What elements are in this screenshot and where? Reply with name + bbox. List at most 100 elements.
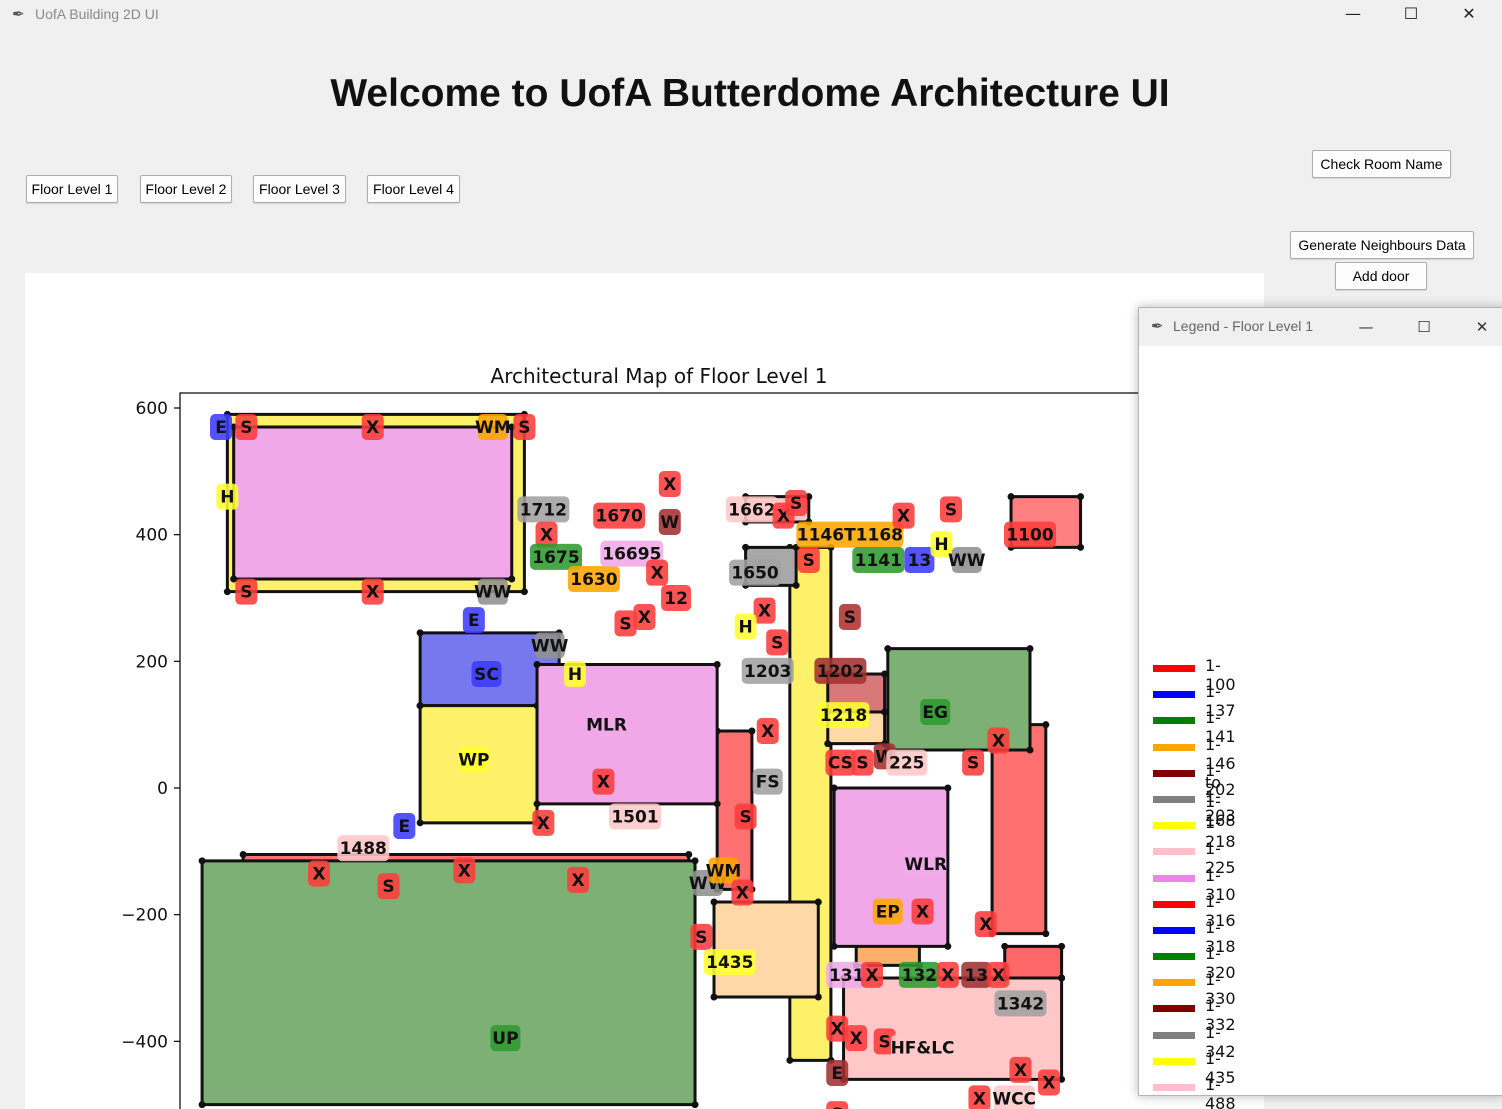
room-label: 225 [889,754,925,774]
room-label: X [897,507,910,527]
room-label: CS [828,754,853,774]
y-tick-label: 600 [136,399,168,419]
room-label: X [663,475,676,495]
page-title: Welcome to UofA Butterdome Architecture … [330,72,1170,115]
legend-minimize-button[interactable]: — [1358,318,1374,336]
room-label: WCC [992,1089,1036,1109]
room-label-box [534,632,565,659]
room-label-box [308,860,330,887]
room-label-box [962,749,985,776]
legend-swatch [1153,1084,1195,1091]
vertex-dot [830,784,838,792]
floor-level-4-button[interactable]: Floor Level 4 [367,175,460,203]
room-polygon [200,859,697,1107]
room-label: S [790,494,802,514]
legend-label: 1-146 to 1-168 [1205,734,1236,830]
vertex-dot [748,727,756,735]
room-label: WW [948,551,986,571]
room-label: E [399,817,411,837]
legend-swatch [1153,822,1195,830]
room-label: X [540,526,553,546]
feather-icon: ✒ [1151,317,1164,335]
room-label: X [312,865,325,885]
room-label-box [210,414,233,440]
legend-close-button[interactable]: ✕ [1475,318,1489,336]
legend-titlebar: ✒ Legend - Floor Level 1 — ☐ ✕ [1139,308,1502,346]
room-label: EP [876,903,900,923]
room-label: H [568,665,582,685]
room-label: S [803,551,815,571]
close-button[interactable]: ✕ [1462,4,1476,23]
room-label-box [826,1060,849,1086]
legend-maximize-button[interactable]: ☐ [1417,318,1431,336]
room-label-box [930,531,953,558]
room-label-box [851,749,874,776]
room-label: S [771,633,783,653]
vertex-dot [884,645,892,653]
room-label: S [856,754,868,774]
room-label-box [513,414,536,440]
room-label: 1488 [340,839,387,859]
floor-level-1-button[interactable]: Floor Level 1 [26,175,118,203]
legend-swatch [1153,691,1195,699]
vertex-dot [881,670,889,678]
room-label: X [758,602,771,622]
room-polygon [232,425,514,581]
vertex-dot [786,1056,794,1064]
room-label: X [1042,1074,1055,1094]
room-label: 131 [829,966,865,986]
room-label-box [961,961,992,988]
room-label: H [934,535,948,555]
room-label: S [240,418,252,438]
room-label: S [739,808,751,828]
vertex-dot [223,588,231,596]
vertex-dot [1077,493,1085,501]
room-label-box [633,604,656,630]
room-label: X [1014,1061,1027,1081]
room-label: X [736,884,749,904]
room-label: S [240,583,252,603]
maximize-button[interactable]: ☐ [1403,4,1419,23]
vertex-dot [685,851,693,858]
vertex-dot [814,993,822,1001]
window-titlebar: ✒ UofA Building 2D UI — ☐ ✕ [0,0,1502,30]
legend-swatch [1153,848,1195,856]
room-label: X [850,1029,863,1049]
room-label-box [592,768,615,795]
room-label-box [766,629,789,656]
room-label-box [898,961,940,988]
y-tick-label: −400 [121,1032,168,1052]
room-label: X [979,915,992,935]
room-label: H [220,488,234,508]
room-label: H [738,618,752,638]
room-label: 1630 [570,570,617,590]
room-label-box [861,961,883,988]
room-label: 13 [908,551,932,571]
room-label-box [940,496,962,523]
room-label: 1435 [706,953,753,973]
room-label: 1662 [728,500,775,520]
floor-level-3-button[interactable]: Floor Level 3 [253,175,346,203]
minimize-button[interactable]: — [1345,4,1361,23]
room-label-box [1004,521,1056,548]
room-label-box [814,657,867,684]
room-label: 13 [964,966,988,986]
room-label-box [658,509,681,535]
vertex-dot [1026,746,1034,754]
add-door-button[interactable]: Add door [1335,262,1427,290]
room-label: EG [922,703,948,723]
vertex-dot [198,1101,206,1109]
room-label-box [734,803,757,830]
vertex-dot [1001,942,1009,950]
generate-neighbours-button[interactable]: Generate Neighbours Data [1290,231,1474,259]
floor-level-2-button[interactable]: Floor Level 2 [140,175,232,203]
legend-swatch [1153,769,1195,777]
vertex-dot [508,575,516,583]
check-room-name-button[interactable]: Check Room Name [1312,150,1451,178]
room-label: 1203 [744,662,791,682]
room-label-box [530,543,582,570]
feather-icon: ✒ [12,5,25,23]
